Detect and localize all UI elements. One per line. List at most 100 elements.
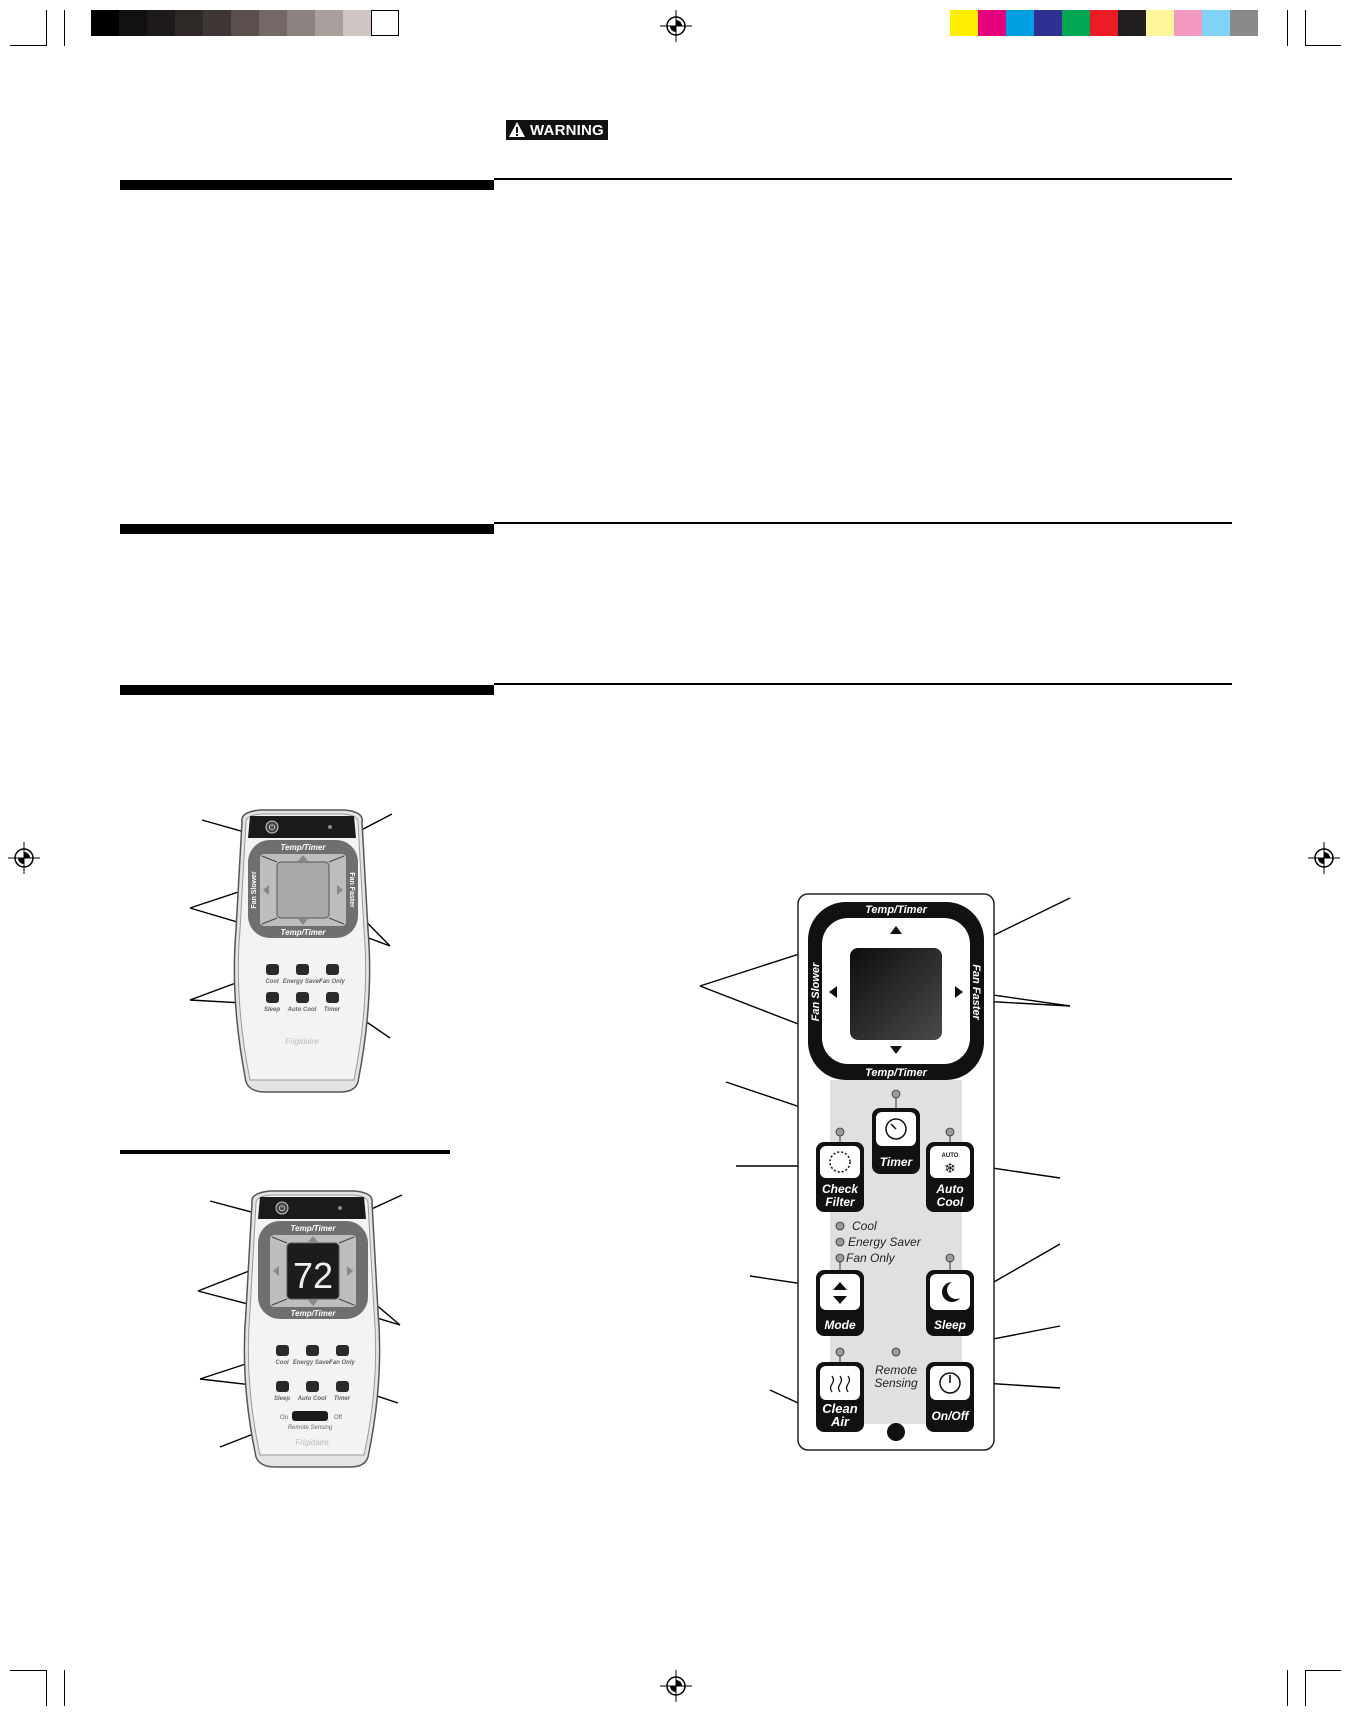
temp-down-arrow-icon[interactable] — [890, 1046, 902, 1054]
button-label-cool: Cool — [275, 1360, 289, 1366]
temp-timer-bottom-label: Temp/Timer — [291, 1309, 337, 1318]
registration-swatch — [1230, 10, 1258, 36]
clean-air-button[interactable]: Clean Air — [816, 1362, 864, 1432]
button-label-cool: Cool — [265, 979, 279, 985]
registration-swatch — [175, 10, 203, 36]
fan-slower-arrow-icon[interactable] — [829, 986, 837, 998]
crop-mark — [10, 45, 46, 46]
clean-air-label-2: Air — [830, 1414, 850, 1429]
auto-cool-label-1: Auto — [935, 1182, 963, 1196]
registration-swatch — [1034, 10, 1062, 36]
mode-option-fan-only: Fan Only — [846, 1251, 896, 1265]
button-label-timer: Timer — [334, 1396, 351, 1402]
ir-sensor — [887, 1423, 905, 1441]
registration-target-icon — [1308, 842, 1340, 874]
crop-mark — [1305, 10, 1306, 46]
remote-control-figure: ⏻ Temp/Timer Temp/Timer Fan Slower Fan F… — [189, 809, 393, 1093]
brand-logo: Frigidaire — [285, 1037, 319, 1046]
section-rule — [120, 685, 494, 695]
section-rule — [120, 180, 494, 190]
registration-target-icon — [8, 842, 40, 874]
registration-swatch — [147, 10, 175, 36]
registration-swatch — [1118, 10, 1146, 36]
crop-mark — [64, 1670, 65, 1706]
crop-mark — [1287, 1670, 1288, 1706]
fan-faster-arrow-icon[interactable] — [955, 986, 963, 998]
crop-mark — [10, 1670, 46, 1671]
auto-cool-label-2: Cool — [937, 1195, 964, 1209]
crop-mark — [64, 10, 65, 46]
registration-swatch — [1062, 10, 1090, 36]
registration-swatch — [1174, 10, 1202, 36]
clean-air-label-1: Clean — [822, 1401, 857, 1416]
warning-triangle-icon — [509, 122, 525, 137]
button-label-fan-only: Fan Only — [319, 979, 345, 985]
section-rule — [494, 683, 1232, 685]
registration-swatch — [315, 10, 343, 36]
crop-mark — [1305, 45, 1341, 46]
remote-sensing-label-1: Remote — [875, 1363, 917, 1377]
fan-slower-label: Fan Slower — [251, 871, 258, 909]
crop-mark — [46, 10, 47, 46]
temp-timer-top-label: Temp/Timer — [281, 843, 327, 852]
warning-label: WARNING — [506, 120, 608, 140]
crop-mark — [1305, 1670, 1341, 1671]
sleep-button[interactable]: Sleep — [926, 1270, 974, 1336]
mode-option-energy-saver: Energy Saver — [848, 1235, 922, 1249]
registration-swatch — [231, 10, 259, 36]
registration-target-icon — [660, 10, 692, 42]
crop-mark — [1287, 10, 1288, 46]
temp-timer-top-label: Temp/Timer — [865, 904, 927, 916]
filter-icon — [829, 1151, 851, 1173]
on-off-label: On/Off — [931, 1409, 969, 1423]
section-rule — [120, 524, 494, 534]
brand-logo: Frigidaire — [295, 1438, 329, 1447]
mode-button[interactable]: Mode — [816, 1270, 864, 1336]
crop-mark — [46, 1670, 47, 1706]
button-label-sleep: Sleep — [274, 1396, 290, 1402]
registration-swatch — [371, 10, 399, 36]
fan-faster-label: Fan Faster — [348, 872, 355, 908]
svg-text:⏻: ⏻ — [279, 1204, 286, 1213]
timer-button[interactable]: Timer — [872, 1108, 920, 1174]
registration-swatch — [978, 10, 1006, 36]
auto-badge: AUTO — [942, 1153, 959, 1159]
check-filter-button[interactable]: Check Filter — [816, 1142, 864, 1212]
sub-section-rule — [120, 1150, 450, 1154]
timer-label: Timer — [880, 1155, 914, 1169]
button-label-sleep: Sleep — [264, 1007, 280, 1013]
button-label-fan-only: Fan Only — [329, 1360, 355, 1366]
button-label-timer: Timer — [324, 1007, 341, 1013]
temp-up-arrow-icon[interactable] — [890, 926, 902, 934]
on-off-button[interactable]: On/Off — [926, 1362, 974, 1432]
fan-slower-label: Fan Slower — [810, 962, 822, 1021]
sleep-label: Sleep — [934, 1318, 966, 1332]
button-label-energy-saver: Energy Saver — [283, 979, 322, 985]
button-label-auto-cool: Auto Cool — [297, 1396, 327, 1402]
registration-swatch — [1090, 10, 1118, 36]
mode-icon — [833, 1282, 847, 1304]
registration-swatch — [119, 10, 147, 36]
remote-sensing-label-2: Sensing — [874, 1376, 918, 1390]
registration-swatch — [950, 10, 978, 36]
registration-swatch — [259, 10, 287, 36]
auto-cool-button[interactable]: AUTO ❄ Auto Cool — [926, 1142, 974, 1212]
svg-text:⏻: ⏻ — [269, 823, 276, 832]
remote-sensing-label: Remote Sensing — [288, 1425, 333, 1431]
registration-swatch — [287, 10, 315, 36]
warning-text: WARNING — [530, 121, 604, 139]
registration-swatch — [343, 10, 371, 36]
switch-on-label: On — [280, 1415, 288, 1421]
registration-swatch — [1006, 10, 1034, 36]
mode-label: Mode — [824, 1318, 856, 1332]
clock-icon — [885, 1118, 907, 1140]
registration-swatch — [91, 10, 119, 36]
moon-icon — [942, 1282, 960, 1302]
temp-timer-top-label: Temp/Timer — [291, 1224, 337, 1233]
switch-off-label: Off — [334, 1415, 342, 1421]
remote-control-display-figure: ⏻ Temp/Timer Temp/Timer 72 Cool Energy S… — [197, 1190, 403, 1468]
registration-swatch — [203, 10, 231, 36]
mode-option-cool: Cool — [852, 1219, 877, 1233]
snowflake-icon: ❄ — [944, 1160, 956, 1176]
section-rule — [494, 522, 1232, 524]
